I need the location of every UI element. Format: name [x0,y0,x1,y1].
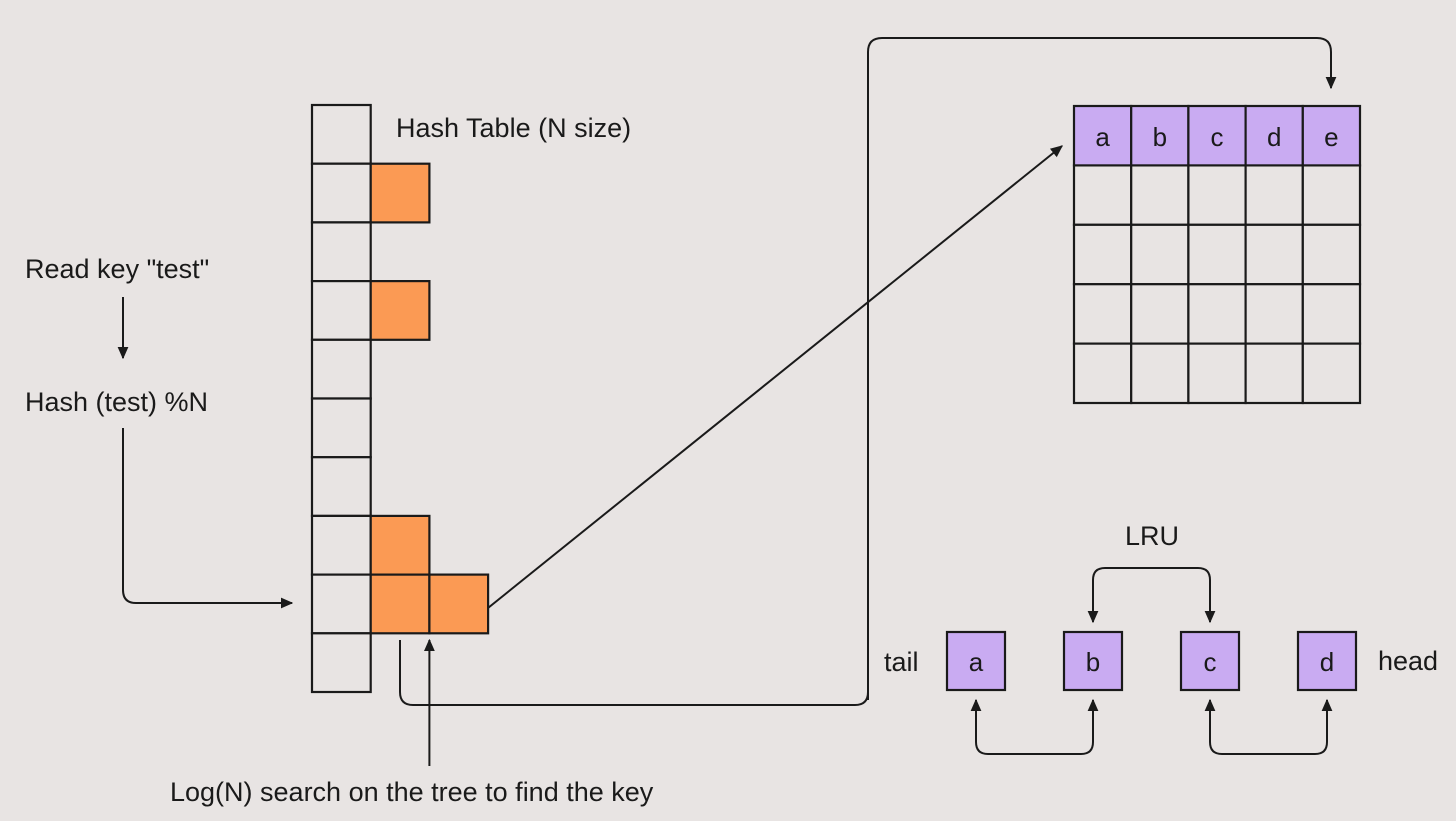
lru-list: a b c d [945,630,1358,692]
lru-node-label: a [969,647,984,677]
hash-to-table-connector [122,428,294,609]
grid-cell[interactable] [1187,164,1247,226]
grid-cell[interactable] [1244,164,1304,226]
hash-chain-node[interactable] [369,162,431,224]
hash-slot[interactable] [310,456,372,518]
lru-node-label: b [1086,647,1100,677]
tail-label: tail [884,647,919,677]
lru-node[interactable] [1179,630,1241,692]
hash-slot[interactable] [310,338,372,400]
hash-slot[interactable] [310,280,372,341]
hash-function-label: Hash (test) %N [25,387,208,417]
grid-header-label: a [1095,122,1110,152]
grid-cell[interactable] [1130,283,1190,345]
grid-cell[interactable] [1187,223,1247,286]
hash-slot[interactable] [310,103,372,165]
bucket-to-grid-arrow [487,145,1063,609]
grid-header-label: e [1324,122,1338,152]
grid-cell[interactable] [1301,283,1362,345]
grid-cell[interactable] [1072,342,1133,405]
tree-to-grid-connector [399,640,869,706]
grid-cell[interactable] [1301,223,1362,286]
grid-cell[interactable] [1244,342,1304,405]
hash-chain-node[interactable] [369,573,431,635]
lru-node-label: c [1204,647,1217,677]
read-key-label: Read key "test" [25,254,209,284]
grid-cell[interactable] [1301,164,1362,226]
grid-header-cell[interactable] [1301,104,1362,167]
hash-slot[interactable] [310,397,372,459]
hash-table-title: Hash Table (N size) [396,113,631,143]
grid-header-cell[interactable] [1130,104,1190,167]
lru-prev-pointer-right [1204,698,1333,755]
page-grid: a b c d e [1072,104,1362,405]
head-label: head [1378,646,1438,676]
caption-label: Log(N) search on the tree to find the ke… [170,777,654,807]
grid-cell[interactable] [1072,164,1133,226]
lru-title: LRU [1125,521,1179,551]
lru-node[interactable] [1062,630,1124,692]
grid-cell[interactable] [1072,283,1133,345]
grid-header-cell[interactable] [1187,104,1247,167]
lru-node[interactable] [1296,630,1358,692]
grid-cell[interactable] [1130,342,1190,405]
grid-header-label: d [1267,122,1281,152]
hash-slot[interactable] [310,514,372,576]
grid-cell[interactable] [1301,342,1362,405]
grid-cell[interactable] [1244,223,1304,286]
hash-chain-node-target[interactable] [428,573,490,635]
grid-cell[interactable] [1187,283,1247,345]
grid-cell[interactable] [1187,342,1247,405]
hash-slot[interactable] [310,632,372,694]
grid-cell[interactable] [1130,164,1190,226]
hash-slot[interactable] [310,573,372,635]
grid-cell[interactable] [1130,223,1190,286]
hash-chain-node[interactable] [369,514,431,576]
grid-header-label: b [1153,122,1167,152]
grid-header-label: c [1211,122,1224,152]
lru-node-label: d [1320,647,1334,677]
lru-prev-pointer-left [970,698,1099,755]
hash-slot[interactable] [310,162,372,224]
hash-chain-node[interactable] [369,280,431,341]
hash-table [310,103,490,694]
grid-insert-connector [867,37,1337,700]
grid-cell[interactable] [1244,283,1304,345]
lru-next-pointer-top [1087,567,1216,624]
lru-node[interactable] [945,630,1007,692]
grid-cell[interactable] [1072,223,1133,286]
hash-slot[interactable] [310,221,372,283]
